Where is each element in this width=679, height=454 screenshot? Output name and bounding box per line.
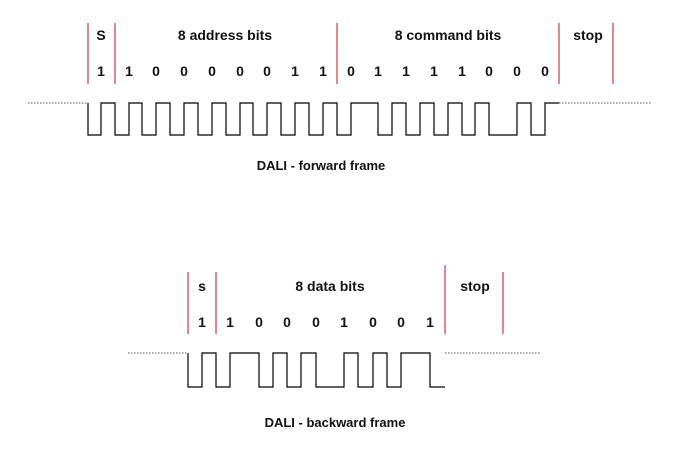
forward-bit: 0 xyxy=(513,63,521,79)
backward-bit: 1 xyxy=(426,314,434,330)
backward-data-label: 8 data bits xyxy=(295,278,364,294)
forward-bit: 0 xyxy=(541,63,549,79)
forward-bit: 0 xyxy=(263,63,271,79)
forward-bit: 1 xyxy=(97,63,105,79)
forward-stop-label: stop xyxy=(573,27,603,43)
backward-start-label: s xyxy=(198,278,206,294)
forward-command-label: 8 command bits xyxy=(395,27,502,43)
forward-bit: 1 xyxy=(291,63,299,79)
backward-frame: s 8 data bits stop 1 1 0 0 0 1 0 0 1 DAL… xyxy=(128,265,540,430)
forward-start-label: S xyxy=(96,27,105,43)
forward-bit: 0 xyxy=(152,63,160,79)
backward-bit: 1 xyxy=(340,314,348,330)
backward-bit: 0 xyxy=(283,314,291,330)
forward-bit: 1 xyxy=(458,63,466,79)
forward-bit: 1 xyxy=(430,63,438,79)
backward-bit: 0 xyxy=(255,314,263,330)
backward-bit: 1 xyxy=(226,314,234,330)
forward-bit: 0 xyxy=(180,63,188,79)
backward-stop-label: stop xyxy=(460,278,490,294)
forward-bit: 0 xyxy=(208,63,216,79)
forward-bit: 1 xyxy=(374,63,382,79)
forward-address-label: 8 address bits xyxy=(178,27,272,43)
forward-bit: 0 xyxy=(485,63,493,79)
backward-bit: 0 xyxy=(312,314,320,330)
forward-waveform xyxy=(87,102,559,136)
forward-frame: S 8 address bits 8 command bits stop 1 1… xyxy=(28,23,652,173)
forward-bit: 0 xyxy=(347,63,355,79)
forward-bit: 1 xyxy=(402,63,410,79)
backward-bit: 0 xyxy=(369,314,377,330)
forward-bit: 0 xyxy=(236,63,244,79)
backward-waveform xyxy=(187,352,445,388)
forward-bit: 1 xyxy=(319,63,327,79)
backward-bit: 0 xyxy=(397,314,405,330)
backward-caption: DALI - backward frame xyxy=(265,415,406,430)
forward-bit: 1 xyxy=(125,63,133,79)
backward-bit: 1 xyxy=(198,314,206,330)
forward-caption: DALI - forward frame xyxy=(257,158,386,173)
